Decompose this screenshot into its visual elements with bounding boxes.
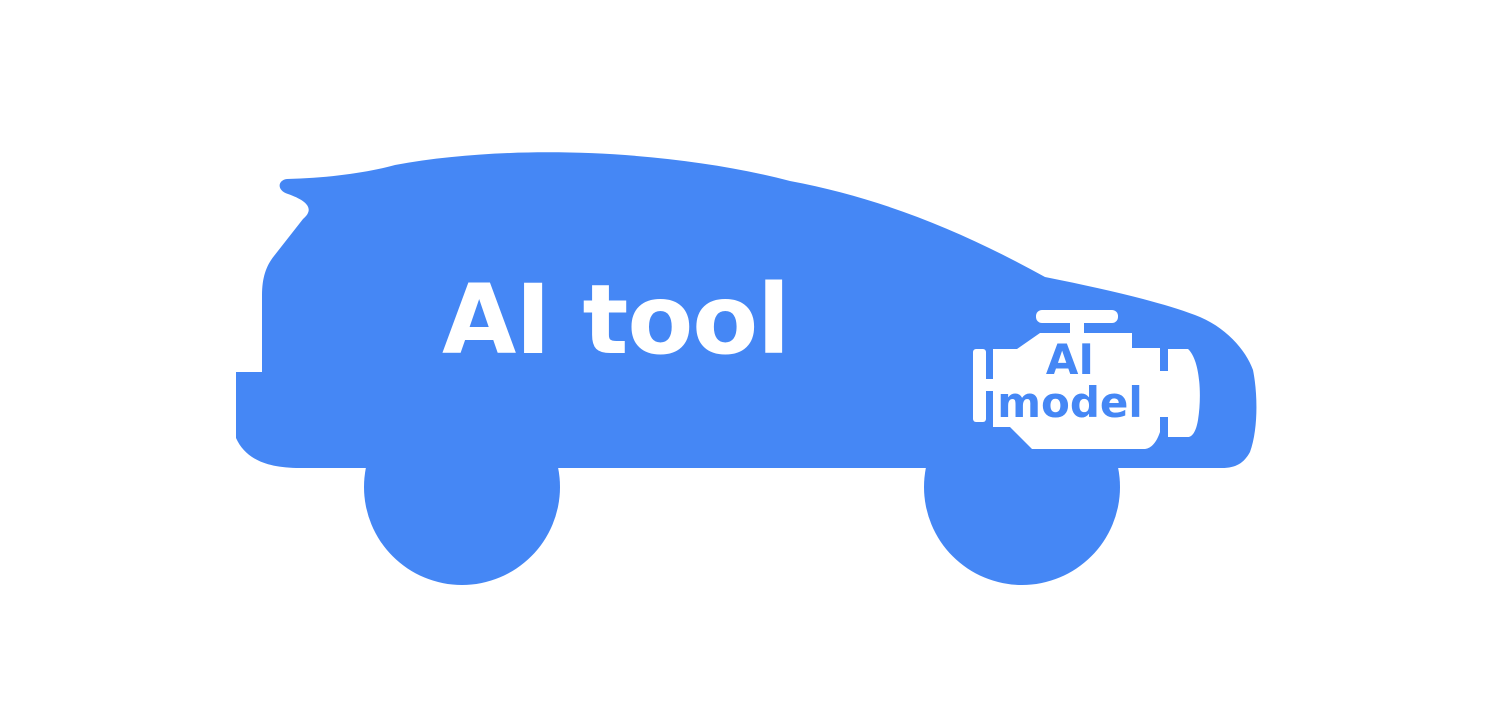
engine-left-bracket bbox=[973, 349, 986, 422]
engine-neck bbox=[1070, 318, 1084, 336]
car-label: AI tool bbox=[442, 264, 789, 376]
engine-block-icon bbox=[973, 310, 1200, 449]
engine-label-line2: model bbox=[997, 378, 1143, 427]
engine-label-line1: AI bbox=[1046, 335, 1094, 384]
engine-cap bbox=[1036, 310, 1118, 323]
engine-main-block bbox=[993, 333, 1200, 449]
